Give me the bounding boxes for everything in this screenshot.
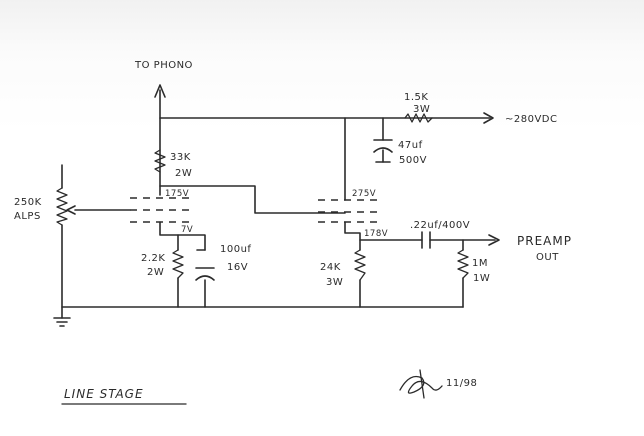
arrow-supply-in	[483, 112, 494, 124]
label-title: LINE STAGE	[64, 387, 144, 401]
potentiometer-250k	[56, 187, 76, 226]
label-r-plate1-power: 2W	[175, 168, 192, 179]
resistor-24k	[354, 249, 366, 281]
tube-1	[130, 197, 190, 223]
label-r-plate1-value: 33K	[170, 152, 191, 163]
label-r-cathode2-power: 3W	[326, 277, 343, 288]
resistor-1m	[457, 249, 469, 279]
arrow-preamp-out	[488, 234, 500, 246]
label-r-cathode1-power: 2W	[147, 267, 164, 278]
label-v-cathode1: 7V	[181, 225, 193, 235]
tube-2	[318, 199, 378, 223]
label-r-cathode2-value: 24K	[320, 262, 341, 273]
label-date: 11/98	[446, 378, 477, 389]
label-preamp-out-line1: PREAMP	[517, 234, 572, 248]
label-to-phono: TO PHONO	[134, 60, 193, 71]
resistor-33k	[154, 149, 166, 173]
signature	[399, 369, 443, 399]
capacitor-100uf	[195, 249, 215, 281]
label-c-filter-voltage: 500V	[399, 155, 427, 166]
resistor-2-2k	[172, 249, 184, 279]
wire-cathode1	[159, 221, 206, 251]
label-c-filter-value: 47uf	[398, 140, 423, 151]
wires	[61, 84, 500, 319]
arrow-to-phono	[154, 84, 166, 98]
label-v-plate1: 175V	[165, 189, 189, 199]
label-v-plate2: 275V	[352, 189, 376, 199]
label-c-bypass-voltage: 16V	[227, 262, 248, 273]
label-r-cathode1-value: 2.2K	[141, 253, 165, 264]
resistor-1-5k	[404, 113, 433, 123]
wire-plate1	[159, 185, 346, 214]
label-supply-voltage: ~280VDC	[505, 114, 558, 125]
label-v-cathode2: 178V	[364, 229, 388, 239]
ground-symbol	[53, 317, 71, 327]
label-pot-brand: ALPS	[14, 211, 41, 222]
label-r-output-power: 1W	[473, 273, 490, 284]
label-r-supply-value: 1.5K	[404, 92, 428, 103]
capacitor-47uf	[373, 139, 393, 163]
label-pot-value: 250K	[14, 197, 42, 208]
capacitor-0-22uf	[421, 231, 431, 249]
label-r-supply-power: 3W	[413, 104, 430, 115]
label-preamp-out-line2: OUT	[536, 252, 559, 263]
wire-cathode2	[344, 221, 361, 251]
pot-wiper-arrow	[66, 205, 76, 215]
label-r-output-value: 1M	[472, 258, 488, 269]
label-c-coupling: .22uf/400V	[410, 220, 470, 231]
label-c-bypass-value: 100uf	[220, 244, 251, 255]
